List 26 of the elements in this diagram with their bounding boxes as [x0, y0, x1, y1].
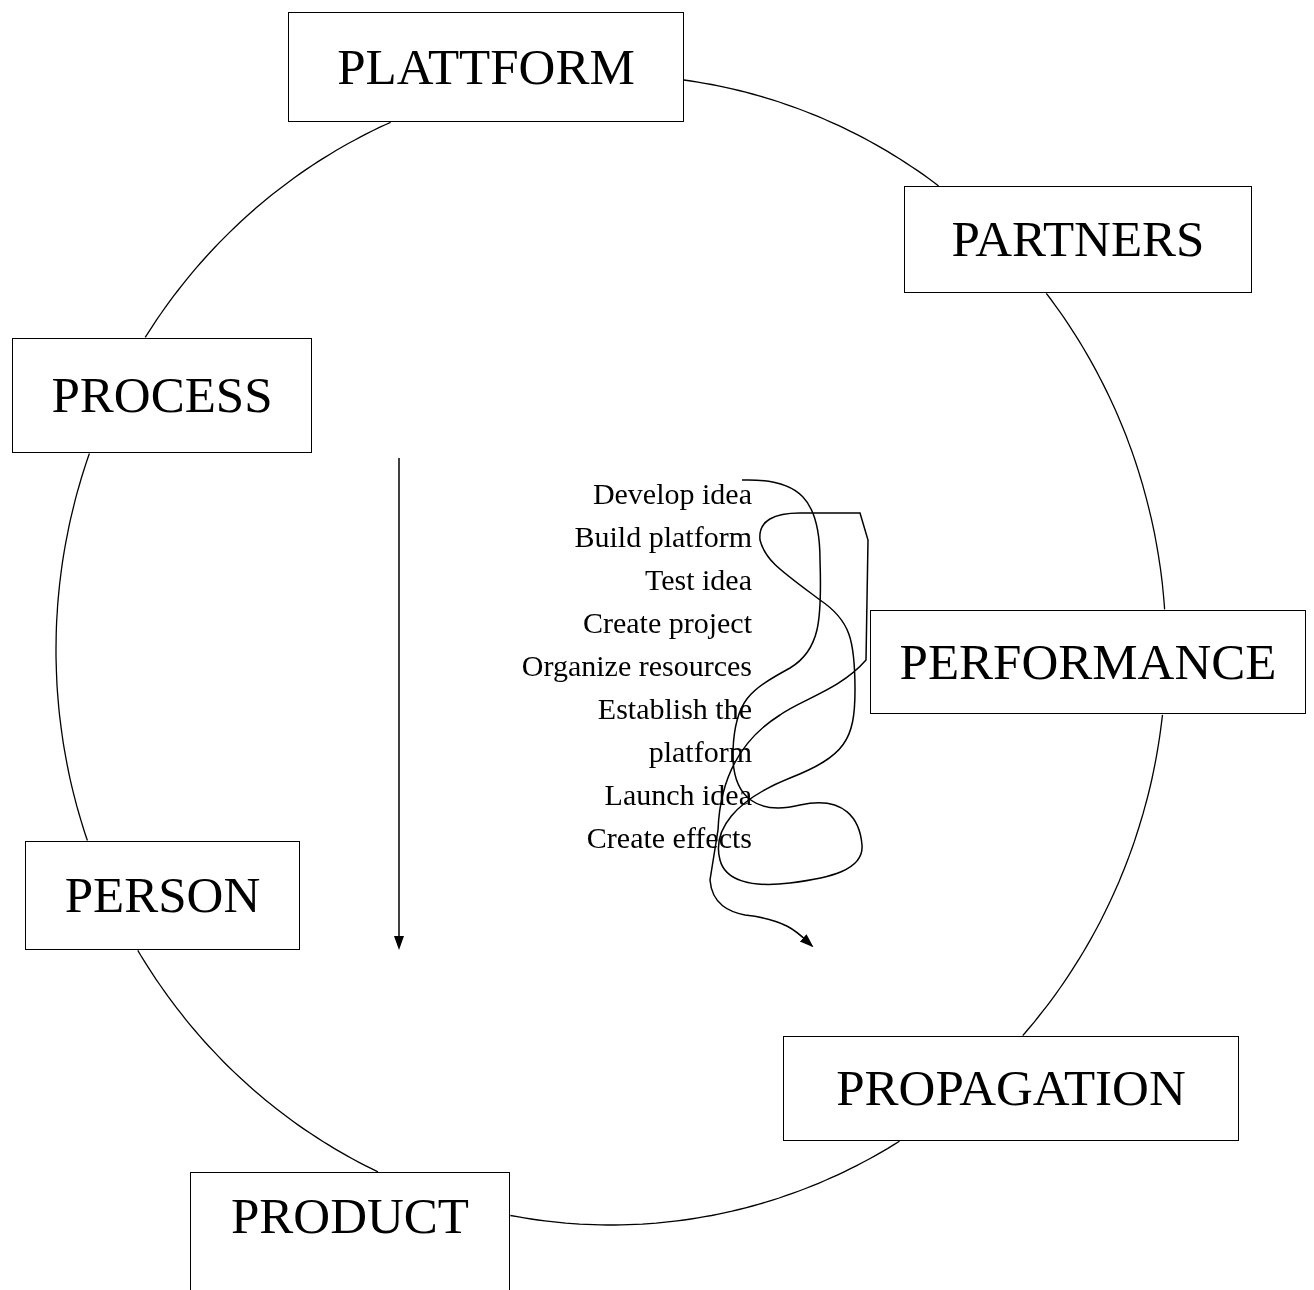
node-label: PERSON [64, 870, 261, 921]
node-label: PLATTFORM [337, 41, 635, 93]
ring-arc [144, 121, 392, 338]
node-label: PERFORMANCE [899, 636, 1277, 688]
label-box [190, 1172, 510, 1290]
label-box [904, 186, 1252, 293]
node-label: PRODUCT [230, 1191, 469, 1242]
ring-arc [683, 79, 940, 187]
step-text: Build platform [574, 519, 752, 555]
ring-arc [1022, 714, 1164, 1037]
step-text: Organize resources [521, 648, 752, 684]
step-text: Develop idea [592, 476, 752, 512]
label-box [12, 338, 312, 453]
node-label: PARTNERS [951, 214, 1205, 265]
step-text: Test idea [644, 562, 752, 598]
step-text: Create project [582, 605, 752, 641]
ring-arc [1045, 292, 1166, 611]
label-box [783, 1036, 1239, 1141]
node-label: PROCESS [51, 370, 273, 421]
ring-arc [55, 452, 91, 842]
label-box [25, 841, 300, 950]
label-box [870, 610, 1306, 714]
label-box [288, 12, 684, 122]
ring-arc [509, 1140, 901, 1226]
ring-arc [137, 949, 379, 1173]
node-label: PROPAGATION [836, 1063, 1186, 1114]
